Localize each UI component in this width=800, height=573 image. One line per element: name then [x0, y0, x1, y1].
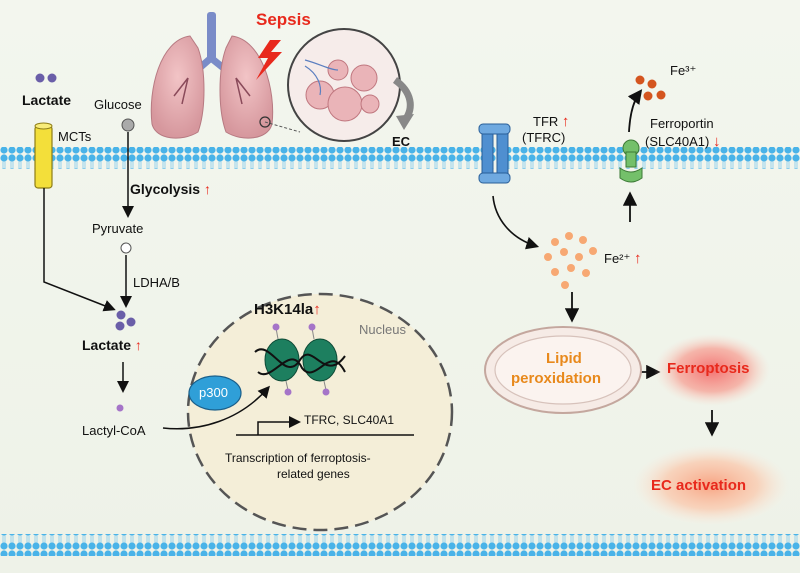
top-membrane [0, 147, 800, 169]
tfr-label: TFR ↑ [533, 113, 570, 130]
p300-label: p300 [199, 385, 228, 400]
lactate-mid-label: Lactate ↑ [82, 337, 142, 353]
lactyl-coa-label: Lactyl-CoA [82, 423, 146, 438]
ec-activation-label: EC activation [651, 477, 747, 494]
ferroportin-channel [619, 139, 643, 183]
peroxidation-label: peroxidation [511, 370, 602, 387]
sepsis-label: Sepsis [256, 10, 311, 29]
ferroptosis-label: Ferroptosis [667, 360, 750, 377]
glycolysis-label: Glycolysis ↑ [130, 181, 211, 197]
bottom-membrane [0, 534, 800, 556]
slc40a1-label: (SLC40A1) ↓ [645, 133, 721, 150]
lipid-label: Lipid [546, 350, 582, 367]
transcription-label-2: related genes [277, 467, 350, 481]
fe3-label: Fe³⁺ [670, 63, 697, 78]
tfrc-genes-label: TFRC, SLC40A1 [304, 413, 395, 427]
mcts-label: MCTs [58, 129, 92, 144]
lactate-top-label: Lactate [22, 92, 72, 108]
fe2-label: Fe²⁺ ↑ [604, 250, 642, 267]
ferroptosis-glow [654, 334, 770, 406]
tfr-receptor [478, 123, 511, 184]
tfrc-label: (TFRC) [522, 130, 566, 145]
ferroportin-label: Ferroportin [650, 116, 714, 131]
ec-activation-glow [633, 445, 789, 525]
mitochondrion [484, 326, 642, 414]
transcription-label-1: Transcription of ferroptosis- [225, 451, 371, 465]
sepsis-bolt-icon [256, 40, 282, 80]
ldha-label: LDHA/B [133, 275, 180, 290]
nucleus-outline [186, 292, 454, 532]
alveoli-zoom-circle [287, 28, 401, 142]
lungs-illustration [150, 12, 274, 139]
nucleosomes [254, 323, 346, 396]
nucleus-label: Nucleus [359, 322, 406, 337]
fe2-ions [544, 232, 597, 289]
pyruvate-label: Pyruvate [92, 221, 144, 236]
h3k14la-label: H3K14la↑ [254, 301, 321, 318]
p300-enzyme [188, 375, 242, 411]
mct-channel [34, 125, 53, 189]
glucose-label: Glucose [94, 97, 142, 112]
ec-label: EC [392, 134, 411, 149]
